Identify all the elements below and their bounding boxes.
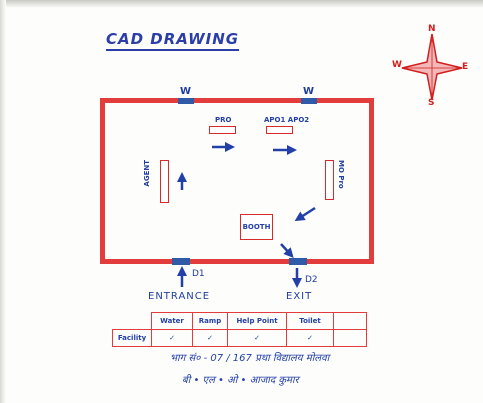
room-apo bbox=[266, 126, 293, 134]
handwritten-note: बी • एल • ओ • आजाद कुमार bbox=[182, 375, 299, 386]
table-check-cell: ✓ bbox=[192, 329, 228, 347]
table-check-cell: ✓ bbox=[151, 329, 193, 347]
compass-east: E bbox=[462, 62, 469, 72]
table-header-cell: Help Point bbox=[227, 312, 287, 330]
table-header-row: Water Ramp Help Point Toilet bbox=[112, 312, 367, 330]
table-check-cell: ✓ bbox=[286, 329, 334, 347]
window-top-right bbox=[301, 98, 317, 104]
exit-door bbox=[289, 258, 307, 265]
table-header-cell: Water bbox=[151, 312, 193, 330]
room-label-mo: MO Pro bbox=[337, 160, 345, 189]
entrance-label: ENTRANCE bbox=[148, 291, 211, 302]
window-top-left bbox=[178, 98, 194, 104]
door-label-d2: D2 bbox=[305, 275, 318, 285]
room-label-booth: BOOTH bbox=[242, 223, 271, 231]
compass: N S E W bbox=[390, 24, 470, 108]
drawing-title: CAD DRAWING bbox=[106, 30, 240, 51]
compass-south: S bbox=[428, 98, 435, 108]
room-label-pro: PRO bbox=[215, 116, 232, 124]
table-row: Facility ✓ ✓ ✓ ✓ bbox=[112, 329, 367, 347]
table-check-cell: ✓ bbox=[227, 329, 287, 347]
table-header-cell: Toilet bbox=[286, 312, 334, 330]
compass-north: N bbox=[428, 24, 436, 34]
compass-west: W bbox=[392, 60, 402, 70]
paper-edge bbox=[0, 0, 6, 403]
room-label-apo: APO1 APO2 bbox=[264, 116, 310, 124]
table-cell bbox=[333, 329, 367, 347]
room-booth: BOOTH bbox=[240, 214, 273, 240]
compass-star-icon bbox=[401, 33, 463, 101]
exit-label: EXIT bbox=[286, 291, 313, 302]
room-label-agent: AGENT bbox=[143, 160, 151, 187]
table-header-cell bbox=[333, 312, 367, 330]
building-outline bbox=[100, 98, 374, 264]
paper-edge bbox=[0, 0, 483, 8]
room-agent bbox=[160, 160, 169, 203]
door-label-d1: D1 bbox=[192, 269, 205, 279]
handwritten-note: भाग सं० - 07 / 167 प्रथा विद्यालय मोलवा bbox=[170, 353, 330, 364]
window-label: W bbox=[303, 86, 315, 97]
facility-table: Water Ramp Help Point Toilet Facility ✓ … bbox=[112, 312, 367, 347]
table-row-label: Facility bbox=[112, 329, 152, 347]
entrance-door bbox=[172, 258, 190, 265]
table-header-cell: Ramp bbox=[192, 312, 228, 330]
room-pro bbox=[209, 126, 236, 134]
table-cell bbox=[112, 312, 152, 330]
room-mo bbox=[325, 160, 334, 200]
window-label: W bbox=[180, 86, 192, 97]
